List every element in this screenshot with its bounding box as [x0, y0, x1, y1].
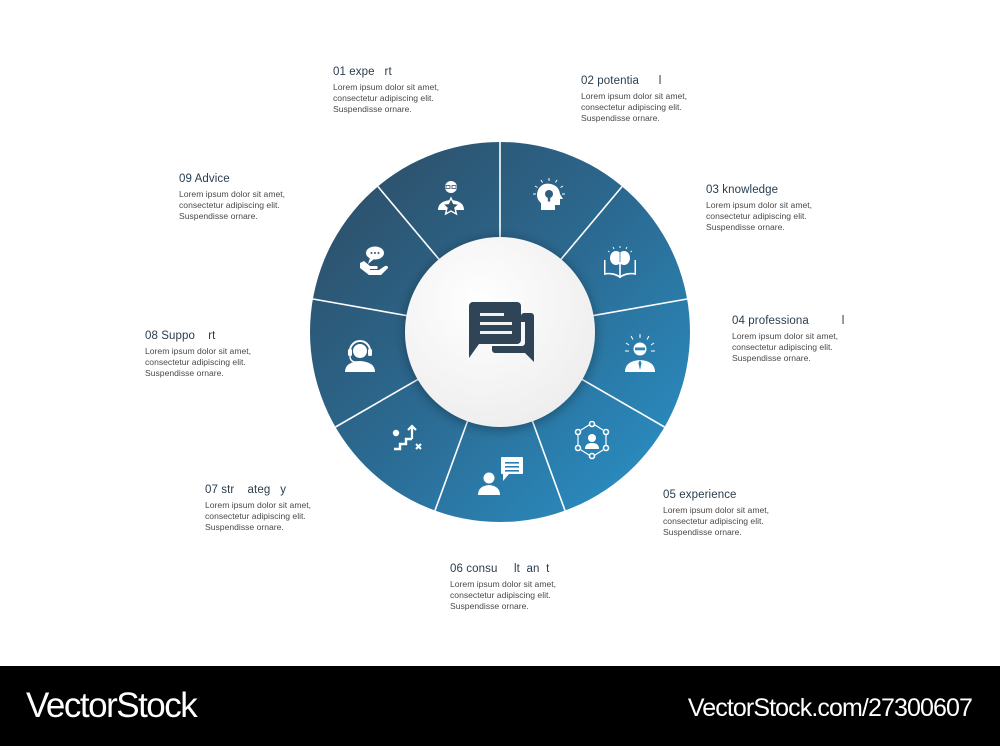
item-description: Lorem ipsum dolor sit amet, consectetur … [581, 91, 688, 123]
infographic-canvas: 01 expe rt Lorem ipsum dolor sit amet, c… [145, 66, 882, 612]
item-03: 03 knowledge Lorem ipsum dolor sit amet,… [706, 184, 856, 233]
item-title: 06 consu lt an t [450, 563, 550, 575]
item-description: Lorem ipsum dolor sit amet, consectetur … [732, 331, 839, 363]
item-title: 04 professiona l [732, 315, 845, 327]
advice-hand-bubble-icon [360, 246, 389, 275]
item-title: 08 Suppo rt [145, 330, 216, 342]
consultant-chat-icon [478, 457, 523, 495]
network-person-icon [574, 420, 610, 460]
item-description: Lorem ipsum dolor sit amet, consectetur … [145, 346, 252, 378]
strategy-stairs-icon [392, 424, 422, 451]
item-title: 05 experience [663, 489, 737, 501]
item-04: 04 professiona l Lorem ipsum dolor sit a… [732, 315, 882, 364]
chat-bubbles-icon [469, 302, 534, 362]
item-title: 07 str ateg y [205, 484, 287, 496]
item-title: 02 potentia l [581, 75, 662, 87]
brain-book-icon [604, 246, 636, 278]
support-headset-icon [345, 340, 375, 372]
watermark-url: VectorStock.com/27300607 [687, 694, 973, 722]
item-description: Lorem ipsum dolor sit amet, consectetur … [333, 82, 440, 114]
item-01: 01 expe rt Lorem ipsum dolor sit amet, c… [333, 66, 483, 115]
item-07: 07 str ateg y Lorem ipsum dolor sit amet… [205, 484, 355, 533]
watermark-bar: VectorStock VectorStock.com/27300607 [0, 666, 1000, 746]
item-06: 06 consu lt an t Lorem ipsum dolor sit a… [450, 563, 600, 612]
item-description: Lorem ipsum dolor sit amet, consectetur … [663, 505, 770, 537]
item-description: Lorem ipsum dolor sit amet, consectetur … [450, 579, 557, 611]
circular-wheel [310, 142, 690, 522]
item-08: 08 Suppo rt Lorem ipsum dolor sit amet, … [145, 330, 295, 379]
expert-star-person-icon [438, 181, 464, 216]
item-title: 01 expe rt [333, 66, 392, 78]
item-description: Lorem ipsum dolor sit amet, consectetur … [205, 500, 312, 532]
item-title: 09 Advice [179, 173, 230, 185]
head-lightbulb-icon [533, 178, 565, 210]
item-02: 02 potentia l Lorem ipsum dolor sit amet… [581, 75, 731, 124]
watermark-brand: VectorStock [26, 686, 198, 725]
item-description: Lorem ipsum dolor sit amet, consectetur … [179, 189, 286, 221]
item-description: Lorem ipsum dolor sit amet, consectetur … [706, 200, 813, 232]
professional-person-icon [625, 334, 655, 372]
item-title: 03 knowledge [706, 184, 779, 196]
item-09: 09 Advice Lorem ipsum dolor sit amet, co… [179, 173, 329, 222]
item-05: 05 experience Lorem ipsum dolor sit amet… [663, 489, 813, 538]
